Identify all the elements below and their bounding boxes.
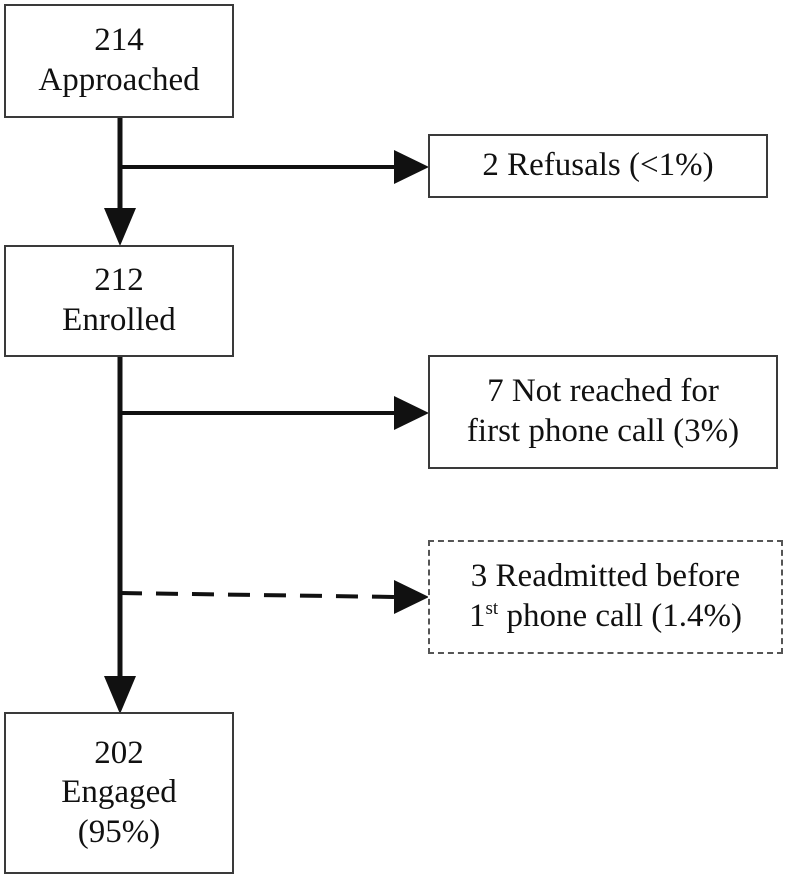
readmitted-line1: 3 Readmitted before (470, 558, 741, 595)
enrolled-box: 212 Enrolled (4, 245, 234, 357)
approached-label: Approached (38, 62, 200, 98)
approached-box: 214 Approached (4, 4, 234, 118)
readmitted-line2: 1st phone call (1.4%) (469, 597, 742, 637)
readmitted-ordinal-number: 1 (469, 598, 486, 634)
enrolled-label: Enrolled (62, 302, 176, 338)
arrowhead-to-engaged (104, 676, 136, 714)
arrowhead-to-readmitted (394, 580, 429, 614)
refusals-text: 2 Refusals (<1%) (482, 147, 714, 184)
engaged-percent: (95%) (77, 813, 161, 850)
arrowhead-to-enrolled (104, 208, 136, 246)
readmitted-line2-rest: phone call (1.4%) (498, 598, 742, 634)
enrolled-count: 212 (94, 262, 144, 299)
arrowhead-to-refusals (394, 150, 429, 184)
refusals-box: 2 Refusals (<1%) (428, 134, 768, 198)
not-reached-box: 7 Not reached for first phone call (3%) (428, 355, 778, 469)
readmitted-ordinal-suffix: st (485, 598, 499, 619)
not-reached-line2: first phone call (3%) (466, 413, 740, 449)
approached-count: 214 (94, 22, 144, 59)
engaged-box: 202 Engaged (95%) (4, 712, 234, 874)
arrowhead-to-not-reached (394, 396, 429, 430)
not-reached-line1: 7 Not reached for (487, 373, 719, 410)
readmitted-box: 3 Readmitted before 1st phone call (1.4%… (428, 540, 783, 654)
connector-to-readmitted (119, 591, 397, 599)
engaged-label: Engaged (61, 774, 177, 811)
engaged-count: 202 (94, 734, 144, 771)
